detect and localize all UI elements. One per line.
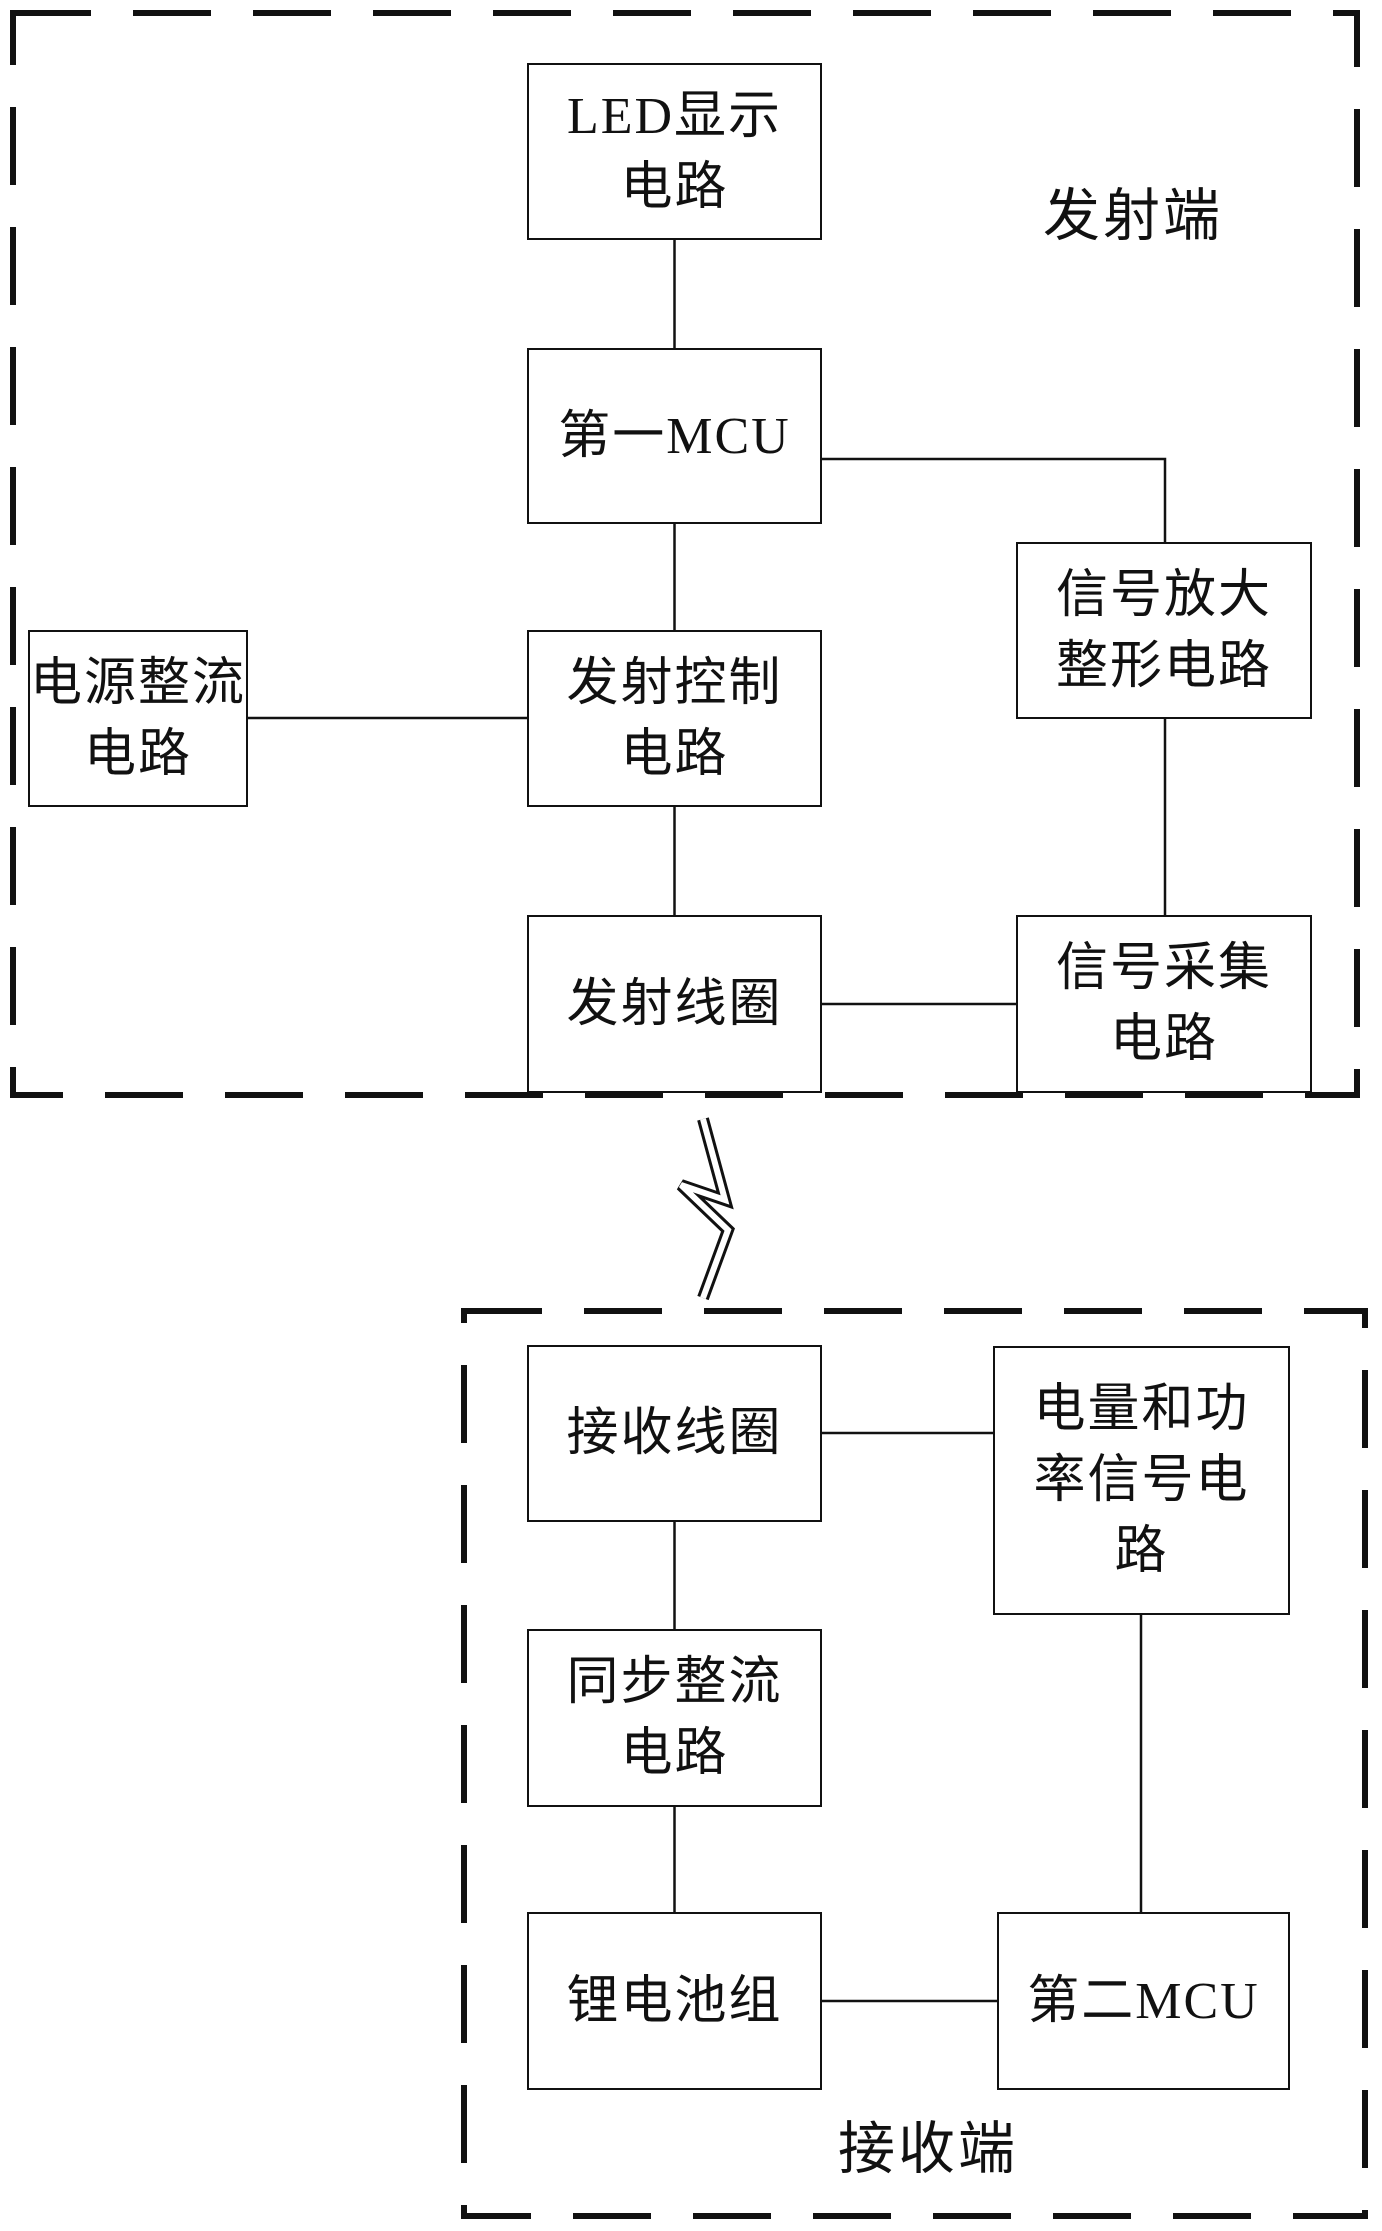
box-first-mcu: 第一MCU xyxy=(527,348,822,524)
box-rx-coil-line1: 接收线圈 xyxy=(566,1405,783,1462)
box-sync-rectifier-line1: 同步整流 xyxy=(566,1654,783,1711)
box-power-signal-line3: 路 xyxy=(1114,1523,1169,1580)
box-battery-pack: 锂电池组 xyxy=(527,1912,822,2090)
transmitter-boundary xyxy=(10,10,1360,1098)
box-sync-rectifier: 同步整流 电路 xyxy=(527,1629,822,1807)
connector-mcu1-to-signalamp xyxy=(821,457,1167,543)
box-power-signal: 电量和功 率信号电 路 xyxy=(993,1346,1290,1615)
box-signal-amp: 信号放大 整形电路 xyxy=(1016,542,1312,719)
box-power-rectifier-line2: 电路 xyxy=(83,725,192,783)
box-power-signal-line2: 率信号电 xyxy=(1033,1452,1250,1509)
box-power-signal-line1: 电量和功 xyxy=(1033,1381,1250,1438)
box-led-display-line1: LED显示 xyxy=(566,87,783,145)
box-first-mcu-line1: 第一MCU xyxy=(558,407,791,465)
box-signal-collect-line2: 电路 xyxy=(1109,1011,1218,1068)
box-tx-coil: 发射线圈 xyxy=(527,915,822,1093)
box-signal-collect-line1: 信号采集 xyxy=(1055,940,1272,997)
box-tx-control: 发射控制 电路 xyxy=(527,630,822,807)
box-sync-rectifier-line2: 电路 xyxy=(620,1725,729,1782)
box-rx-coil: 接收线圈 xyxy=(527,1345,822,1522)
box-power-rectifier-line1: 电源整流 xyxy=(30,654,247,712)
receiver-label: 接收端 xyxy=(838,2118,1018,2181)
box-signal-collect: 信号采集 电路 xyxy=(1016,915,1312,1093)
box-power-rectifier: 电源整流 电路 xyxy=(28,630,248,807)
box-tx-control-line2: 电路 xyxy=(620,725,729,783)
box-battery-pack-line1: 锂电池组 xyxy=(566,1972,783,2030)
box-signal-amp-line2: 整形电路 xyxy=(1055,637,1272,695)
box-led-display: LED显示 电路 xyxy=(527,63,822,240)
box-signal-amp-line1: 信号放大 xyxy=(1055,566,1272,624)
box-second-mcu: 第二MCU xyxy=(997,1912,1290,2090)
box-second-mcu-line1: 第二MCU xyxy=(1027,1972,1260,2030)
box-tx-coil-line1: 发射线圈 xyxy=(566,975,783,1033)
box-led-display-line2: 电路 xyxy=(620,158,729,216)
lightning-bolt-icon-inner xyxy=(678,1118,732,1300)
box-tx-control-line1: 发射控制 xyxy=(566,654,783,712)
receiver-boundary xyxy=(461,1308,1368,2219)
transmitter-label: 发射端 xyxy=(1043,185,1223,248)
